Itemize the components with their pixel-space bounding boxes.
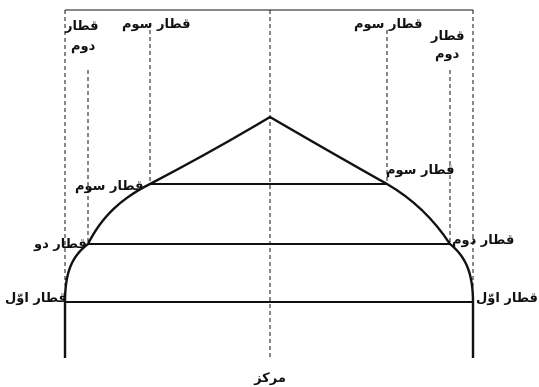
label-top-right-second-line1: قطار	[430, 29, 465, 44]
label-right-second: قطار دوم	[452, 233, 514, 248]
label-center: مرکز	[253, 371, 286, 386]
label-left-third: قطار سوم	[75, 179, 144, 194]
label-top-left-third: قطار سوم	[122, 17, 191, 32]
label-top-left-second-line1: قطار	[64, 19, 99, 34]
label-top-right-second-line2: دوم	[435, 47, 460, 62]
label-left-second: قطار دو	[33, 237, 87, 252]
label-top-right-third: قطار سوم	[354, 17, 423, 32]
label-left-first: قطار اوّل	[5, 291, 67, 306]
label-top-left-second-line2: دوم	[71, 39, 96, 54]
label-right-first: قطار اوّل	[476, 291, 538, 306]
dome-profile	[63, 115, 475, 358]
label-right-third: قطار سوم	[386, 163, 455, 178]
